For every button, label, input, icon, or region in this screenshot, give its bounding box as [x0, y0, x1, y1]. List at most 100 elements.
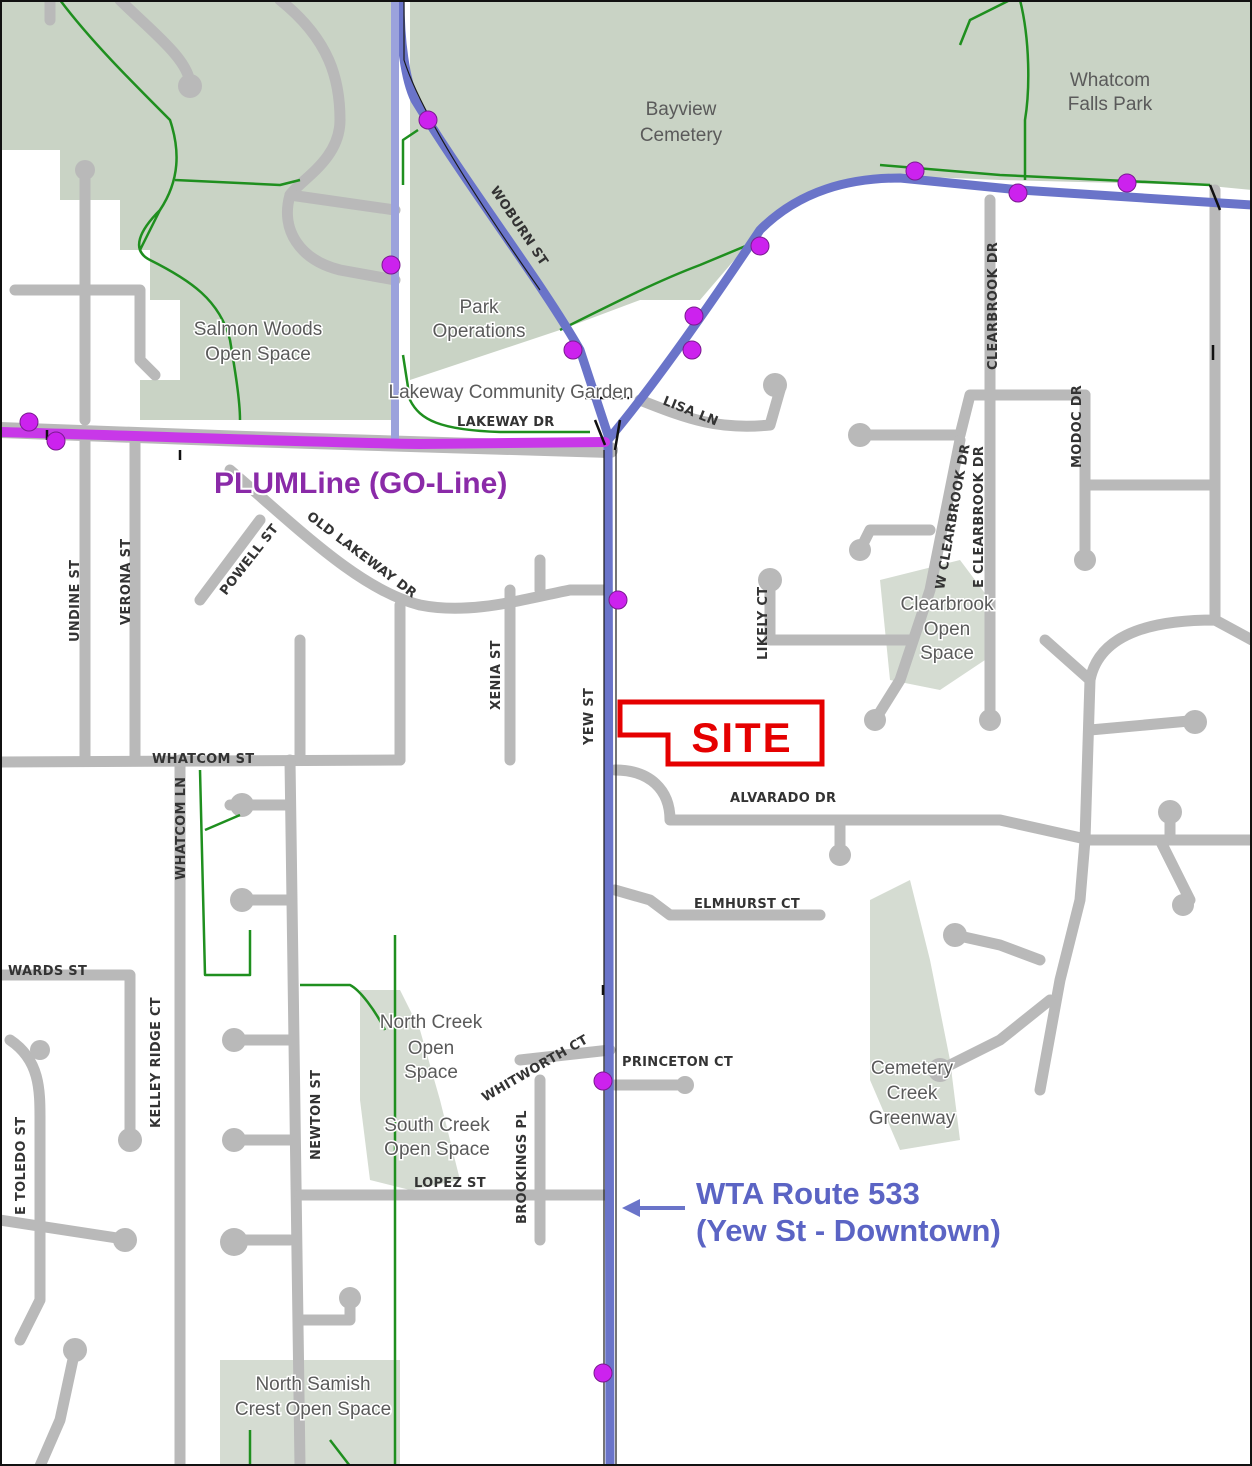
bus-stop: [682, 340, 702, 360]
trail-north-creek: [300, 935, 397, 1466]
wta-route-edges: [403, 0, 617, 1466]
cul-de-sac: [63, 1338, 87, 1362]
road-lisa: [634, 384, 786, 432]
street-label-likely: LIKELY CT: [756, 587, 771, 660]
bus-stop: [1008, 183, 1028, 203]
park-area-samish: [220, 1360, 400, 1466]
street-label-edwards: WARDS ST: [8, 964, 87, 979]
plum-line: [0, 427, 610, 450]
cul-de-sac: [222, 1028, 246, 1052]
road-whatcom-st: [0, 754, 406, 768]
cul-de-sacs: [30, 74, 1207, 1362]
trail-whatcom-falls: [958, 0, 1030, 180]
cul-de-sac: [943, 923, 967, 947]
park-label-south-creek-1: South Creek: [384, 1115, 490, 1136]
route-edge: [403, 0, 617, 1466]
street-label-elmhurst: ELMHURST CT: [694, 897, 800, 912]
park-label-north-creek-3: Space: [404, 1062, 458, 1083]
road-elmhurst: [609, 884, 826, 921]
street-label-brookings: BROOKINGS PL: [515, 1110, 530, 1224]
bus-stops: [19, 110, 1137, 1383]
cul-de-sac: [928, 1058, 952, 1082]
cul-de-sac: [339, 1287, 361, 1309]
trails: [59, 0, 1211, 1466]
tick: [45, 184, 1222, 995]
road-greenway-ct: [934, 929, 1056, 1076]
park-label-north-creek-2: Open: [408, 1038, 454, 1059]
park-area-north-creek: [360, 990, 460, 1190]
bus-stop: [563, 340, 583, 360]
cul-de-sac: [178, 74, 202, 98]
road-east-loop2: [1039, 634, 1196, 906]
cul-de-sac: [1172, 894, 1194, 916]
wta-route-lakeway-east: [604, 173, 1252, 443]
cul-de-sac: [829, 844, 851, 866]
park-area-salmon-woods: [0, 0, 395, 420]
road-yew-w: [294, 599, 406, 766]
bus-stop: [905, 161, 925, 181]
cul-de-sac: [1183, 710, 1207, 734]
road-west-a: [9, 284, 161, 381]
bus-stop: [593, 1363, 613, 1383]
bus-stop: [381, 255, 401, 275]
plum-line-label: PLUMLine (GO-Line): [214, 467, 507, 500]
park-label-clearbrook-1: Clearbrook: [901, 594, 994, 615]
road-likely: [764, 574, 916, 646]
road-whitworth: [514, 1044, 616, 1066]
bus-stop: [1117, 173, 1137, 193]
street-label-modoc: MODOC DR: [1070, 385, 1085, 468]
cul-de-sac: [848, 423, 872, 447]
trail-salmon-woods: [59, 0, 301, 421]
road-powell: [194, 514, 266, 606]
cul-de-sac: [864, 709, 886, 731]
wta-route-woburn: [395, 0, 615, 1466]
cul-de-sac: [222, 1128, 246, 1152]
street-label-e-clearbrook: E CLEARBROOK DR: [972, 446, 987, 588]
wta-route-label-2: (Yew St - Downtown): [696, 1213, 1001, 1248]
park-label-salmon-1: Salmon Woods: [194, 319, 323, 340]
park-label-salmon-2: Open Space: [205, 344, 311, 365]
street-label-lopez: LOPEZ ST: [414, 1176, 486, 1191]
road-toledo: [0, 1034, 136, 1466]
park-label-south-creek-2: Open Space: [384, 1139, 490, 1160]
street-label-undine: UNDINE ST: [68, 560, 83, 642]
street-label-e-toledo: E TOLEDO ST: [14, 1117, 29, 1215]
cul-de-sac: [230, 793, 254, 817]
street-label-princeton: PRINCETON CT: [622, 1055, 733, 1070]
street-label-alvarado: ALVARADO DR: [730, 791, 836, 806]
trail-samish: [248, 1430, 351, 1466]
park-labels: Whatcom Falls Park Bayview Cemetery Salm…: [192, 70, 1152, 1422]
park-label-north-creek-1: North Creek: [380, 1012, 483, 1033]
site-outline: [617, 699, 825, 767]
park-label-greenway-1: Cemetery: [871, 1058, 954, 1079]
cul-de-sac: [758, 568, 782, 592]
park-label-bayview-2: Cemetery: [640, 125, 723, 146]
park-label-park-ops-1: Park: [459, 297, 499, 318]
cul-de-sac: [113, 1228, 137, 1252]
park-label-clearbrook-3: Space: [920, 643, 974, 664]
street-label-whatcom-ln: WHATCOM LN: [174, 777, 189, 880]
street-label-newton: NEWTON ST: [309, 1070, 324, 1160]
park-label-greenway-2: Creek: [887, 1083, 938, 1104]
trail-whatcom-ln: [198, 769, 252, 977]
road-old-lakeway: [224, 464, 611, 614]
cul-de-sac: [220, 1228, 248, 1256]
street-label-whatcom-st: WHATCOM ST: [152, 752, 254, 767]
park-label-samish-2: Crest Open Space: [235, 1399, 391, 1420]
street-label-lakeway: LAKEWAY DR: [457, 415, 555, 430]
arrow-head: [622, 1199, 640, 1217]
road-east-loop: [1034, 184, 1252, 1096]
cul-de-sac: [1074, 549, 1096, 571]
park-label-greenway-3: Greenway: [869, 1108, 956, 1129]
cul-de-sac: [230, 888, 254, 912]
road-newton: [224, 754, 356, 1466]
park-label-bayview-1: Bayview: [646, 99, 717, 120]
street-label-verona: VERONA ST: [119, 539, 134, 625]
bus-stop: [46, 431, 66, 451]
cul-de-sac: [118, 1128, 142, 1152]
site-label: SITE: [691, 714, 792, 761]
